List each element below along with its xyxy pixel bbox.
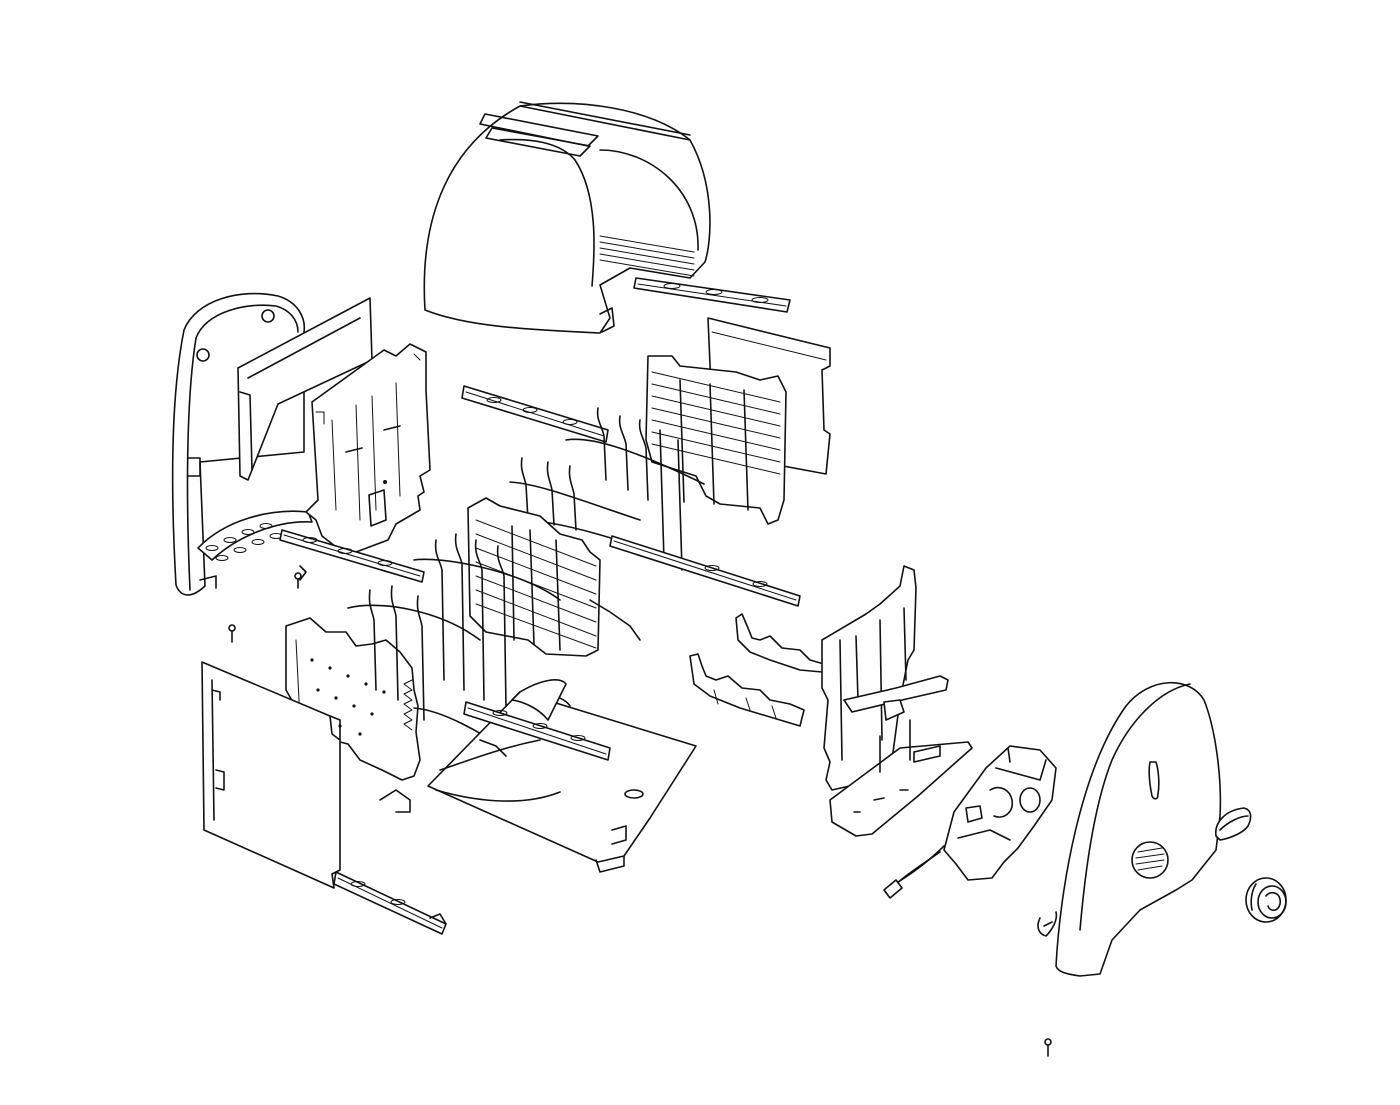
bottom-front-rail xyxy=(333,871,447,935)
left-guide-bar xyxy=(279,529,425,583)
right-heating-element xyxy=(645,355,787,525)
left-end-shell-vents xyxy=(205,523,283,561)
lever-knob xyxy=(1215,807,1252,841)
wire-rack-rods xyxy=(509,407,801,607)
left-end-plate xyxy=(237,297,431,553)
front-heating-element xyxy=(285,585,521,813)
right-end-shell xyxy=(1037,681,1222,977)
carriage-rack xyxy=(689,613,825,727)
front-side-panel xyxy=(201,661,341,889)
right-end-shell-dial-vents xyxy=(1135,847,1165,871)
control-unit xyxy=(883,745,1057,899)
center-heating-element xyxy=(413,497,641,709)
crumb-tray xyxy=(427,679,697,873)
screw-2 xyxy=(294,572,302,589)
dial-knob xyxy=(1245,877,1287,923)
left-guide-rail xyxy=(461,385,609,443)
top-housing-shell xyxy=(423,101,711,334)
top-shell-rail xyxy=(633,277,791,313)
lever-carriage-frame xyxy=(821,565,973,837)
screws xyxy=(228,572,1052,1057)
screw-1 xyxy=(228,624,236,643)
top-housing-vents xyxy=(599,235,695,277)
tray-rail xyxy=(463,701,611,761)
screw-3 xyxy=(1044,1038,1052,1057)
